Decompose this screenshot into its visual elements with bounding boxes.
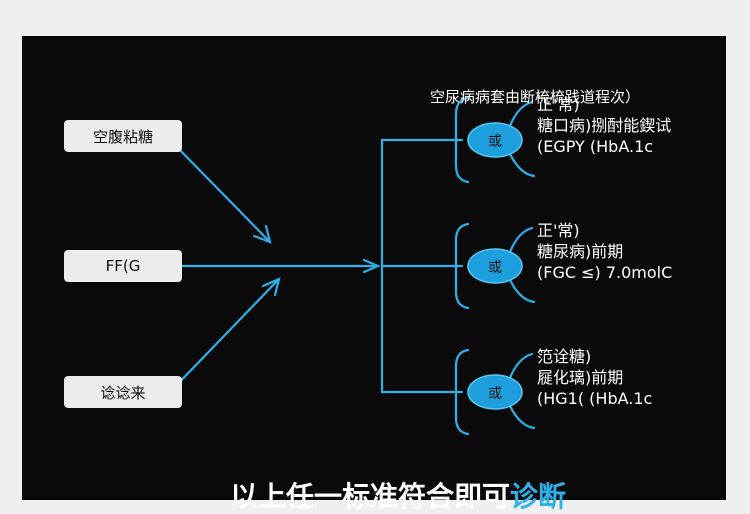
arrow-bottom-head xyxy=(261,277,281,297)
arrow-top-head xyxy=(252,224,272,244)
or-node-middle xyxy=(467,248,523,284)
outcome-top-line1: 正'常) xyxy=(537,95,580,114)
bracket-bottom xyxy=(454,348,470,436)
outcome-middle-line3: (FGC ≤) 7.0molC xyxy=(537,263,673,282)
outcome-middle-line2: 糖尿病)前期 xyxy=(537,242,624,261)
outcome-bottom-line3: (HG1( (HbA.1c xyxy=(537,389,653,408)
arrow-top-input xyxy=(168,138,272,244)
flow-lines xyxy=(168,96,536,436)
input-box-fpg: FF(G xyxy=(64,250,182,282)
outcome-top-line3: (EGPY (HbA.1c xyxy=(537,137,654,156)
arrow-bottom-input xyxy=(168,278,280,394)
bottom-caption-highlight: 诊断 xyxy=(510,480,567,513)
arc-middle-2 xyxy=(508,278,536,304)
outcome-middle-line1: 正'常) xyxy=(537,221,580,240)
or-label-top: 或 xyxy=(488,134,502,150)
outcome-top: 正'常) 糖口病)捌酎能鍥试 (EGPY (HbA.1c xyxy=(537,94,671,157)
or-node-bottom xyxy=(467,374,523,410)
outcome-bottom: 笵诠糖) 屣化璃)前期 (HG1( (HbA.1c xyxy=(537,346,652,409)
diagram-panel: 空尿病病套由断梳梳践道程次） 空腹粘糖 FF(G 谂谂来 或 或 或 正'常) … xyxy=(22,36,726,500)
bottom-caption: 以上任一标准符合即可诊断 xyxy=(230,480,566,514)
arrow-middle-head xyxy=(362,258,381,274)
input-box-fasting-glucose: 空腹粘糖 xyxy=(64,120,182,152)
or-label-bottom: 或 xyxy=(488,386,502,402)
or-label-middle: 或 xyxy=(488,260,502,276)
outcome-top-line2: 糖口病)捌酎能鍥试 xyxy=(537,116,672,135)
or-node-top xyxy=(467,122,523,158)
outcome-bottom-line2: 屣化璃)前期 xyxy=(537,368,624,387)
bracket-middle xyxy=(454,222,470,310)
bracket-top xyxy=(454,96,470,184)
arc-top-2 xyxy=(508,152,536,178)
diagram-title: 空尿病病套由断梳梳践道程次） xyxy=(430,88,641,106)
input-box-ogtt: 谂谂来 xyxy=(64,376,182,408)
outcome-middle: 正'常) 糖尿病)前期 (FGC ≤) 7.0molC xyxy=(537,220,672,283)
arc-top-1 xyxy=(508,100,534,128)
arc-bottom-1 xyxy=(508,352,534,380)
arc-bottom-2 xyxy=(508,404,536,430)
bottom-caption-main: 以上任一标准符合即可 xyxy=(230,480,511,513)
outcome-bottom-line1: 笵诠糖) xyxy=(537,347,592,366)
arc-middle-1 xyxy=(508,226,534,254)
